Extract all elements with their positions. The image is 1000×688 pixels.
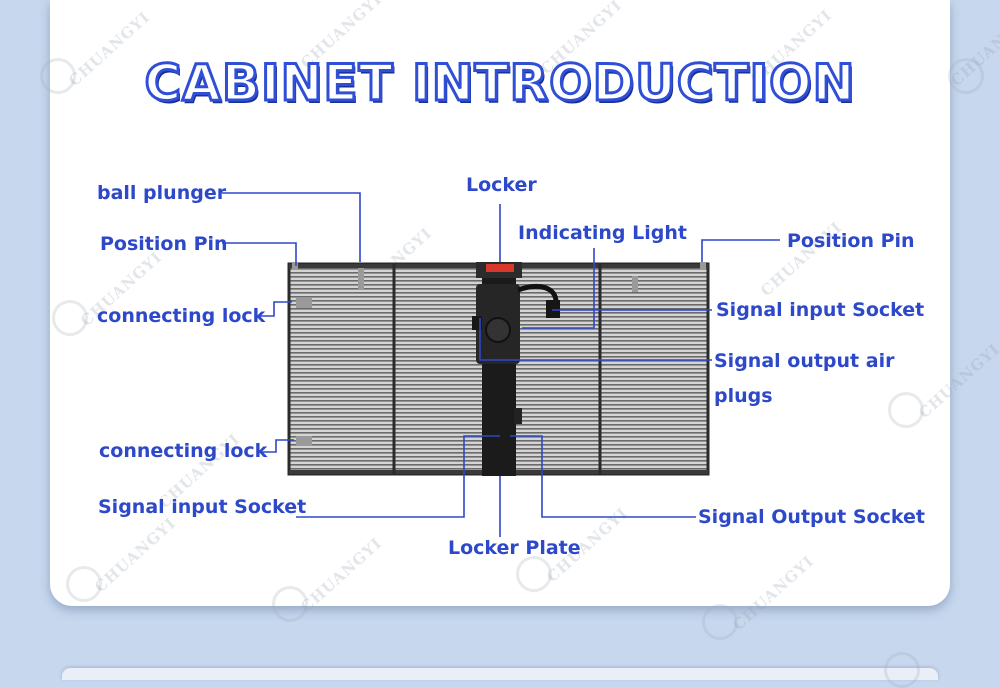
- label-signal-output-socket: Signal Output Socket: [698, 506, 925, 528]
- label-connecting-lock-top: connecting lock: [97, 305, 266, 327]
- watermark-logo-icon: [888, 392, 924, 428]
- watermark-logo-icon: [272, 586, 308, 622]
- label-locker-plate: Locker Plate: [448, 537, 581, 559]
- label-signal-output-air-line1: Signal output air: [714, 350, 895, 372]
- page-title: CABINET INTRODUCTION: [143, 53, 856, 114]
- watermark-logo-icon: [66, 566, 102, 602]
- watermark-logo-icon: [702, 604, 738, 640]
- label-signal-input-socket-right: Signal input Socket: [716, 299, 925, 321]
- label-position-pin-right: Position Pin: [787, 230, 915, 252]
- label-locker: Locker: [466, 174, 537, 196]
- label-signal-input-socket-left: Signal input Socket: [98, 496, 307, 518]
- watermark-logo-icon: [40, 58, 76, 94]
- label-connecting-lock-bottom: connecting lock: [99, 440, 268, 462]
- locker-assembly: [472, 262, 560, 476]
- watermark-logo-icon: [948, 58, 984, 94]
- watermark-logo-icon: [52, 300, 88, 336]
- leader-lines: [222, 192, 780, 537]
- label-signal-output-air-line2: plugs: [714, 385, 773, 407]
- watermark-logo-icon: [516, 556, 552, 592]
- label-position-pin-left: Position Pin: [100, 233, 228, 255]
- label-ball-plunger: ball plunger: [97, 182, 227, 204]
- label-indicating-light: Indicating Light: [518, 222, 687, 244]
